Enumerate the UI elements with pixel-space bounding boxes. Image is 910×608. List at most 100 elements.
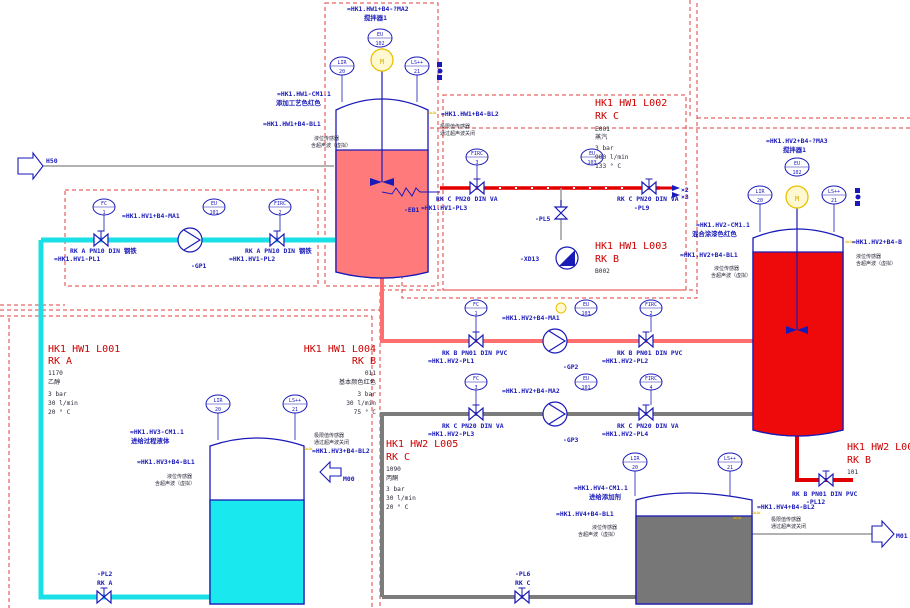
gp3-tag[interactable]: -GP3	[563, 436, 579, 444]
xd13-tag[interactable]: -XD13	[520, 255, 539, 263]
t1-cm-tag: =HK1.HW1-CM1.1	[277, 90, 331, 98]
svg-text:103: 103	[587, 160, 596, 166]
v2pl2-spec: RK B PN01 DIN PVC	[617, 349, 683, 357]
gp1-tag[interactable]: -GP1	[191, 262, 207, 270]
svg-text:101: 101	[847, 469, 858, 476]
svg-text:丙酮: 丙酮	[386, 475, 398, 482]
side-x3: ×3	[681, 193, 689, 201]
svg-text:900 l/min: 900 l/min	[595, 154, 629, 161]
svg-text:E001: E001	[595, 126, 610, 133]
ma1-tag[interactable]: =HK1.HV1+B4-MA1	[122, 212, 180, 220]
pump-icon[interactable]	[177, 227, 203, 253]
svg-text:LS++: LS++	[289, 398, 301, 404]
pl2b-tag[interactable]: -PL2	[97, 570, 113, 578]
gp2-tag[interactable]: -GP2	[563, 363, 579, 371]
valve-icon[interactable]	[469, 178, 485, 195]
svg-text:30 l/min: 30 l/min	[48, 400, 78, 407]
pl2b-rk: RK A	[97, 579, 113, 587]
valve-icon[interactable]	[468, 404, 484, 421]
instrument-bubbles[interactable]	[92, 28, 847, 472]
t1-cm-name: 添加工艺色红色	[276, 98, 321, 107]
svg-text:30 l/min: 30 l/min	[386, 495, 416, 502]
ma1-2-tag[interactable]: =HK1.HV2+B4-MA1	[502, 314, 560, 322]
t2-note-a1: 液位传感器	[714, 265, 739, 272]
tank-3	[209, 437, 305, 605]
pl12-tag[interactable]: -PL12	[806, 498, 825, 506]
pump-icon[interactable]	[542, 328, 568, 354]
svg-text:LS++: LS++	[724, 456, 736, 462]
arrow-icon	[17, 151, 895, 549]
thin-lines	[27, 165, 872, 535]
t2-cm-name: 混合涂漆色红色	[692, 229, 737, 238]
v2pl1-tag[interactable]: =HK1.HV2-PL1	[428, 357, 474, 365]
valve-icon[interactable]	[269, 230, 285, 247]
valve-icon[interactable]	[818, 470, 834, 487]
svg-text:HK1 HW2 L005: HK1 HW2 L005	[386, 439, 458, 450]
t3-note-a1: 液位传感器	[167, 473, 192, 480]
svg-text:EU: EU	[794, 161, 800, 167]
t3-note-a2: 含超声波（虚拟）	[155, 480, 195, 487]
line-l003: HK1 HW1 L003 RK B B002	[595, 241, 667, 275]
svg-text:101: 101	[209, 210, 218, 216]
svg-text:1090: 1090	[386, 466, 401, 473]
svg-text:LS++: LS++	[828, 189, 840, 195]
valve-icon[interactable]	[96, 587, 112, 604]
svg-text:HK1 HW2 L00: HK1 HW2 L00	[847, 442, 910, 453]
t1-agitator-name: 搅拌器1	[364, 13, 387, 22]
outlet-arrows	[672, 185, 680, 198]
pl3-tag[interactable]: =HK1.HV1-PL3	[421, 204, 467, 212]
t3-bl2-tag: =HK1.HV3+B4-BL2	[312, 447, 370, 455]
t1-note-b1: 极限值传感器	[440, 123, 470, 130]
valve-icon[interactable]	[468, 331, 484, 348]
motor-icon	[555, 302, 567, 314]
svg-text:4: 4	[649, 385, 652, 391]
pl9-tag[interactable]: -PL9	[634, 204, 650, 212]
valve-icon[interactable]	[641, 178, 657, 195]
valve-icon[interactable]	[638, 331, 654, 348]
svg-text:3 bar: 3 bar	[48, 391, 67, 398]
bubble-dividers	[93, 37, 846, 463]
svg-text:FC: FC	[473, 302, 479, 308]
valve-icon[interactable]	[638, 404, 654, 421]
tank-1	[335, 71, 440, 279]
svg-text:20: 20	[215, 407, 221, 413]
t4-cm-tag: =HK1.HV4-CM1.1	[574, 484, 628, 492]
t2-bl-tag: =HK1.HV2+B4-BL1	[680, 251, 738, 259]
pl12-spec: RK B PN01 DIN PVC	[792, 490, 858, 498]
pl5-tag[interactable]: -PL5	[535, 215, 551, 223]
agitator-icon	[370, 178, 394, 186]
tank-2	[752, 190, 844, 437]
pl2-spec: RK A PN10 DIN 钢铁	[245, 246, 312, 255]
pl6-tag[interactable]: -PL6	[515, 570, 531, 578]
flow-m00: M00	[343, 475, 355, 483]
t1-bl-tag: =HK1.HW1+B4-BL1	[263, 120, 321, 128]
v2pl3-tag[interactable]: =HK1.HV2-PL3	[428, 430, 474, 438]
v2pl4-tag[interactable]: =HK1.HV2-PL4	[602, 430, 648, 438]
ma2-2-tag[interactable]: =HK1.HV2+B4-MA2	[502, 387, 560, 395]
svg-text:M: M	[380, 58, 384, 66]
svg-text:乙醇: 乙醇	[48, 378, 60, 386]
valve-icon[interactable]	[93, 230, 109, 247]
pl2-tag[interactable]: =HK1.HV1-PL2	[229, 255, 275, 263]
svg-text:≈≈: ≈≈	[733, 514, 741, 522]
svg-text:21: 21	[414, 69, 420, 75]
t4-note-a2: 含超声波（虚拟）	[578, 531, 618, 538]
v2pl2-tag[interactable]: =HK1.HV2-PL2	[602, 357, 648, 365]
t3-cm-name: 进给过程液体	[131, 436, 170, 445]
control-valve-icon[interactable]	[553, 200, 569, 220]
t1-note-a1: 液位传感器	[314, 135, 339, 142]
pl1-spec: RK A PN10 DIN 钢铁	[70, 246, 137, 255]
svg-text:21: 21	[831, 198, 837, 204]
v2pl3-spec: RK C PN20 DIN VA	[442, 422, 504, 430]
flow-h50: H50	[46, 157, 58, 165]
bubble-stems	[103, 75, 835, 496]
line-l002: HK1 HW1 L002 RK C E001 蒸汽 3 bar 900 l/mi…	[595, 98, 667, 170]
svg-text:≈≈: ≈≈	[428, 109, 436, 117]
pl9-spec: RK C PN20 DIN VA	[617, 195, 679, 203]
svg-text:HK1 HW1 L001: HK1 HW1 L001	[48, 344, 120, 355]
motor-icon: M	[370, 48, 394, 72]
pl1-tag[interactable]: =HK1.HV1-PL1	[54, 255, 100, 263]
steam-dots	[497, 185, 625, 190]
valve-icon[interactable]	[514, 587, 530, 604]
pump-icon[interactable]	[542, 401, 568, 427]
